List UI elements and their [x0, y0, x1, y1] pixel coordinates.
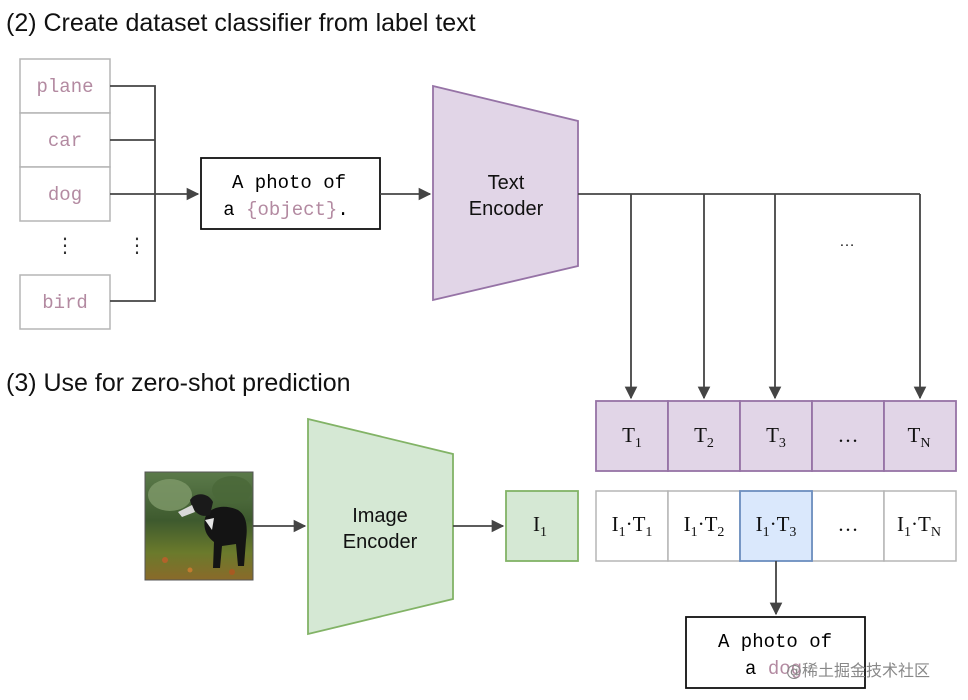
label-text: car [48, 130, 82, 152]
image-embedding-label: I1 [533, 512, 547, 540]
label-box-car [19, 112, 111, 168]
text-embedding-label: T3 [766, 423, 786, 451]
text-encoder-label-2: Encoder [469, 198, 544, 220]
label-connectors [110, 85, 200, 302]
label-box-bird [19, 274, 111, 330]
similarity-label: I1·T1 [612, 512, 653, 540]
dog-photo-icon [144, 471, 254, 581]
prompt-line-1: A photo of [232, 172, 346, 194]
text-embedding-cell [811, 400, 885, 472]
label-list: plane car dog bird ⋮ ⋮ [19, 58, 147, 330]
image-embedding-cell [505, 490, 579, 562]
result-line-1: A photo of [718, 631, 832, 653]
text-embedding-cell [883, 400, 957, 472]
similarity-cell [595, 490, 669, 562]
similarity-cell [883, 490, 957, 562]
similarity-label: … [838, 512, 859, 536]
text-encoder [432, 84, 579, 302]
watermark: @稀土掘金技术社区 [786, 661, 930, 680]
label-text: dog [48, 184, 82, 206]
label-text: bird [42, 292, 88, 314]
image-encoder-label-2: Encoder [343, 531, 418, 553]
text-embedding-label: T1 [622, 423, 642, 451]
text-embedding-row: T1 T2 T3 … TN [595, 400, 957, 472]
section-3-title: (3) Use for zero-shot prediction [6, 369, 351, 397]
similarity-label: I1·T2 [684, 512, 725, 540]
text-encoder-label-1: Text [488, 172, 525, 194]
text-embedding-label: T2 [694, 423, 714, 451]
text-embedding-connectors [578, 193, 927, 400]
result-line-2: a dog [745, 658, 802, 680]
text-embedding-cell [667, 400, 741, 472]
result-box [685, 616, 866, 689]
similarity-cell [811, 490, 885, 562]
text-embedding-label: … [838, 423, 859, 447]
prompt-line-2: a {object}. [223, 199, 348, 221]
image-encoder-label-1: Image [352, 505, 408, 527]
similarity-label: I1·TN [897, 512, 941, 540]
label-text: plane [36, 76, 93, 98]
similarity-label: I1·T3 [756, 512, 797, 540]
section-2-title: (2) Create dataset classifier from label… [6, 9, 476, 37]
text-embedding-label: TN [908, 423, 931, 451]
vertical-ellipsis: ⋮ [127, 235, 147, 257]
similarity-cell [667, 490, 741, 562]
label-box-dog [19, 166, 111, 222]
prompt-template-box [200, 157, 381, 230]
label-box-plane [19, 58, 111, 114]
vertical-ellipsis: ⋮ [55, 235, 75, 257]
embedding-ellipsis: … [839, 233, 855, 250]
image-encoder [307, 417, 454, 636]
similarity-row: I1·T1 I1·T2 I1·T3 … I1·TN [595, 490, 957, 562]
